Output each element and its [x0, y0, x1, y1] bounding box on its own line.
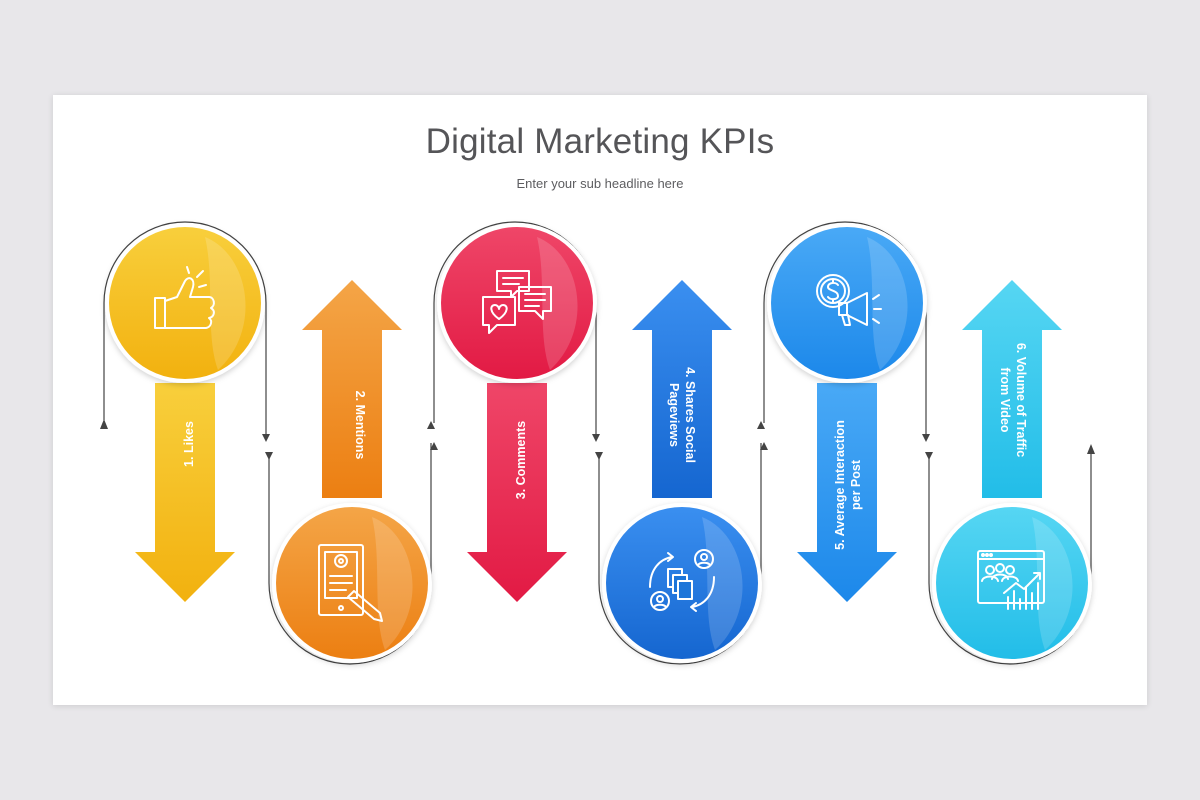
kpi-3-label: 3. Comments [514, 421, 528, 500]
analytics-browser-icon [977, 550, 1045, 610]
arrowhead [430, 442, 438, 450]
arrowhead [427, 421, 435, 429]
page-subtitle: Enter your sub headline here [516, 176, 684, 191]
kpi-1-label: 1. Likes [182, 421, 196, 467]
kpi-6-circle [932, 503, 1092, 663]
kpi-3-arrow [467, 383, 567, 602]
kpi-2-label: 2. Mentions [353, 391, 367, 460]
arrowhead [757, 421, 765, 429]
arrowhead [592, 434, 600, 442]
mention-document-icon [318, 544, 383, 622]
kpi-6-arrow [962, 280, 1062, 498]
thumbs-up-icon [154, 266, 215, 329]
share-users-icon [649, 549, 715, 612]
kpi-3-circle [437, 223, 597, 383]
connector-1-2 [103, 221, 267, 440]
kpi-6-label-line2: from Video [998, 367, 1012, 432]
kpi-1-circle [105, 223, 265, 383]
connector-arrowheads [100, 419, 1095, 460]
kpi-5-label-line2: per Post [849, 459, 863, 510]
arrowhead [262, 434, 270, 442]
kpi-6-label-line1: 6. Volume of Traffic [1014, 343, 1028, 457]
kpi-4-arrow [632, 280, 732, 498]
arrowhead [595, 452, 603, 460]
kpi-2-arrow [302, 280, 402, 498]
chat-heart-icon [482, 270, 552, 334]
arrowhead [925, 452, 933, 460]
arrowhead [922, 434, 930, 442]
kpi-5-arrow [797, 383, 897, 602]
arrowhead [100, 419, 108, 429]
kpi-4-label-line1: 4. Shares Social [683, 367, 697, 463]
page-title: Digital Marketing KPIs [425, 122, 775, 161]
arrowhead [1087, 444, 1095, 454]
arrowhead [265, 452, 273, 460]
kpi-4-label-line2: Pageviews [667, 383, 681, 447]
dollar-megaphone-icon [816, 274, 882, 326]
kpi-5-label-line1: 5. Average Interaction [833, 420, 847, 550]
kpi-1-arrow [135, 383, 235, 602]
arrowhead [760, 442, 768, 450]
